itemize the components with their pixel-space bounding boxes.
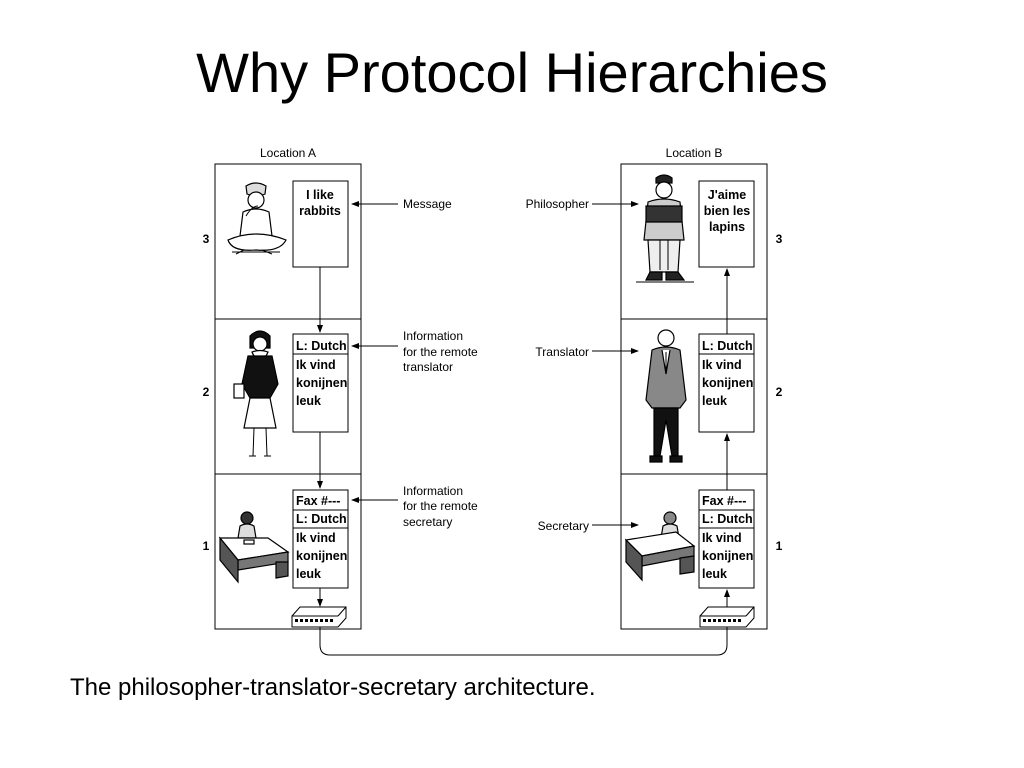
- side-b-layer2-message: L: Dutch Ik vind konijnen leuk: [698, 333, 755, 433]
- svg-text:leuk: leuk: [702, 394, 727, 408]
- svg-text:Secretary: Secretary: [538, 519, 589, 533]
- layer-number-a-1: 1: [203, 539, 210, 553]
- svg-text:Ik vind: Ik vind: [702, 531, 742, 545]
- svg-text:leuk: leuk: [296, 394, 321, 408]
- layer-number-a-2: 2: [203, 385, 210, 399]
- side-a-layer2-message: L: Dutch Ik vind konijnen leuk: [292, 333, 349, 433]
- svg-text:bien les: bien les: [704, 204, 751, 218]
- philosopher-b-figure-icon: [636, 174, 694, 283]
- svg-text:konijnen: konijnen: [296, 376, 347, 390]
- translator-a-figure-icon: [233, 330, 279, 457]
- side-a-layer3-message: I like rabbits: [292, 180, 349, 268]
- svg-text:konijnen: konijnen: [702, 549, 753, 563]
- layer-number-b-1: 1: [776, 539, 783, 553]
- slide-title: Why Protocol Hierarchies: [196, 41, 828, 104]
- layer-number-b-2: 2: [776, 385, 783, 399]
- location-b-label: Location B: [666, 146, 723, 160]
- svg-text:J'aime: J'aime: [708, 188, 746, 202]
- svg-text:rabbits: rabbits: [299, 204, 341, 218]
- annotation-philosopher: Philosopher: [526, 197, 639, 211]
- svg-text:Fax #---: Fax #---: [296, 494, 340, 508]
- side-b-layer1-message: Fax #--- L: Dutch Ik vind konijnen leuk: [698, 489, 755, 589]
- translator-b-figure-icon: [645, 329, 687, 463]
- annotation-translator: Translator: [535, 345, 639, 359]
- side-b-layer3-message: J'aime bien les lapins: [698, 180, 755, 268]
- secretary-b-figure-icon: [624, 511, 696, 582]
- location-a-label: Location A: [260, 146, 316, 160]
- svg-text:Philosopher: Philosopher: [526, 197, 589, 211]
- svg-text:for the remote: for the remote: [403, 345, 478, 359]
- svg-text:Translator: Translator: [535, 345, 589, 359]
- annotation-info-secretary: Information for the remote secretary: [351, 484, 478, 529]
- annotation-secretary: Secretary: [538, 519, 639, 533]
- side-a-layer1-message: Fax #--- L: Dutch Ik vind konijnen leuk: [292, 489, 349, 589]
- slide-caption: The philosopher-translator-secretary arc…: [70, 674, 596, 701]
- svg-text:Information: Information: [403, 329, 463, 343]
- svg-text:lapins: lapins: [709, 220, 745, 234]
- svg-text:Ik vind: Ik vind: [296, 358, 336, 372]
- layer-number-b-3: 3: [776, 232, 783, 246]
- svg-text:Message: Message: [403, 197, 452, 211]
- svg-text:Fax #---: Fax #---: [702, 494, 746, 508]
- svg-text:konijnen: konijnen: [702, 376, 753, 390]
- svg-text:L: Dutch: L: Dutch: [702, 339, 753, 353]
- layer-number-a-3: 3: [203, 232, 210, 246]
- annotation-info-translator: Information for the remote translator: [351, 329, 478, 374]
- svg-text:for the remote: for the remote: [403, 499, 478, 513]
- philosopher-a-figure-icon: [227, 182, 287, 255]
- svg-text:secretary: secretary: [403, 515, 452, 529]
- svg-text:L: Dutch: L: Dutch: [702, 512, 753, 526]
- svg-text:translator: translator: [403, 360, 453, 374]
- svg-text:Ik vind: Ik vind: [296, 531, 336, 545]
- annotation-message: Message: [351, 197, 452, 211]
- secretary-a-figure-icon: [218, 511, 290, 584]
- svg-text:leuk: leuk: [702, 567, 727, 581]
- svg-text:Information: Information: [403, 484, 463, 498]
- svg-text:konijnen: konijnen: [296, 549, 347, 563]
- svg-text:Ik vind: Ik vind: [702, 358, 742, 372]
- svg-text:L: Dutch: L: Dutch: [296, 339, 347, 353]
- physical-link: [319, 627, 728, 656]
- svg-text:I like: I like: [306, 188, 334, 202]
- svg-text:L: Dutch: L: Dutch: [296, 512, 347, 526]
- svg-text:leuk: leuk: [296, 567, 321, 581]
- fax-machine-b-icon: [699, 606, 755, 628]
- fax-machine-a-icon: [291, 606, 347, 628]
